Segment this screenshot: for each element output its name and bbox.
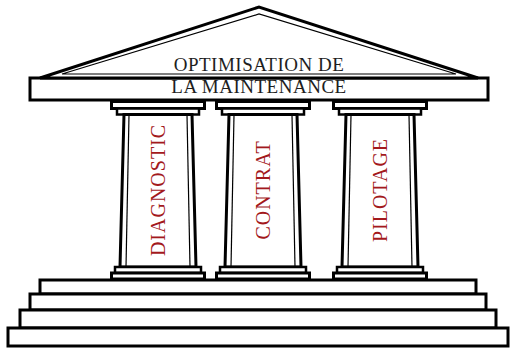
roof-title: OPTIMISATION DE LA MAINTENANCE	[169, 54, 349, 98]
column-fluting	[409, 115, 412, 267]
stylobate-step	[40, 280, 476, 294]
column-shaft	[342, 115, 418, 268]
temple-column: PILOTAGE	[332, 100, 428, 280]
column-base	[334, 273, 427, 279]
column-fluting	[187, 115, 190, 267]
column-shaft	[120, 115, 196, 268]
temple-step	[8, 328, 508, 346]
column-fluting	[231, 115, 234, 267]
temple-column: CONTRAT	[215, 100, 311, 280]
temple-step	[20, 310, 496, 328]
column-fluting	[292, 115, 295, 267]
pillar-label: CONTRAT	[253, 140, 273, 239]
pillar-label: DIAGNOSTIC	[148, 124, 168, 256]
temple-column: DIAGNOSTIC	[110, 100, 206, 280]
column-fluting	[126, 115, 129, 267]
roof-pediment: OPTIMISATION DE LA MAINTENANCE	[28, 4, 490, 104]
pillar-label: PILOTAGE	[370, 138, 390, 242]
column-fluting	[348, 115, 351, 267]
temple-step	[30, 294, 486, 310]
column-base	[112, 273, 205, 279]
column-shaft	[225, 115, 301, 268]
column-base	[217, 273, 310, 279]
